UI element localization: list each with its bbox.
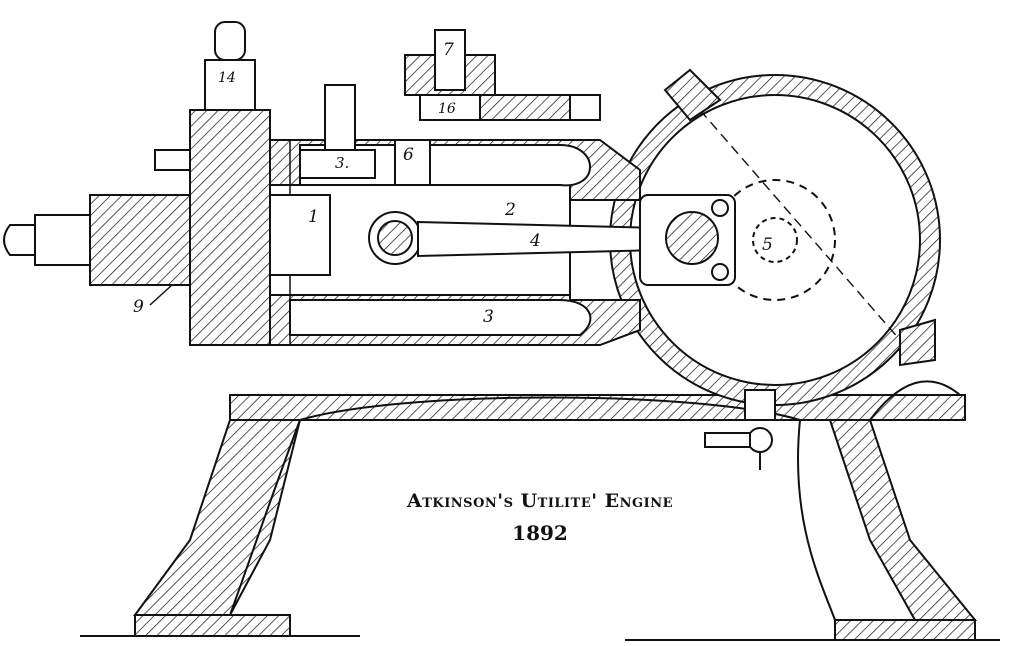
part-label-3-bottom: 3 — [483, 307, 494, 327]
top-fittings — [204, 21, 601, 186]
part-label-6: 6 — [403, 145, 414, 165]
part-label-1: 1 — [308, 207, 319, 227]
part-labels: 1 2 3. 3 4 5 6 7 9 14 16 — [133, 40, 773, 327]
diagram-year: 1892 — [512, 521, 568, 545]
part-label-9: 9 — [133, 297, 144, 317]
piston-and-rod — [269, 194, 736, 286]
crank-case — [609, 68, 941, 406]
cylinder-head — [3, 109, 271, 346]
part-label-2: 2 — [504, 200, 516, 220]
diagram-title: Atkinson's Utilite' Engine — [407, 490, 673, 512]
part-label-5: 5 — [762, 235, 773, 255]
part-label-4: 4 — [529, 231, 541, 251]
part-label-16: 16 — [438, 101, 456, 117]
drain-cock — [704, 389, 776, 470]
part-label-14: 14 — [218, 70, 236, 86]
part-label-7: 7 — [443, 40, 454, 60]
part-label-3-top: 3. — [335, 154, 349, 172]
